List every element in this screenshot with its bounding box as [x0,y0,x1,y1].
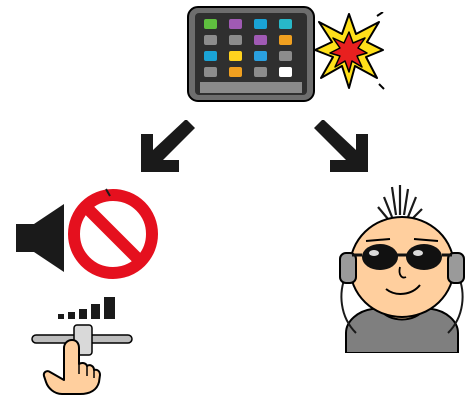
app-tile-icon [254,51,267,61]
explosion-icon [313,12,385,90]
app-tile-icon [254,67,267,77]
app-tile-icon [204,19,217,29]
app-tile-icon [229,35,242,45]
app-tile-icon [204,35,217,45]
app-tile-icon [229,51,242,61]
app-tile-icon [254,35,267,45]
signal-bars-icon [58,295,120,321]
tablet-icon [186,5,316,103]
app-tile-icon [229,67,242,77]
app-tile-icon [279,19,292,29]
app-tile-icon [279,35,292,45]
app-tile-icon [204,67,217,77]
prohibition-sign-icon [66,187,160,281]
arrow-down-right-icon [312,116,374,176]
app-tile-icon [279,67,292,77]
arrow-down-left-icon [135,116,197,176]
app-tile-icon [204,51,217,61]
app-tile-icon [279,51,292,61]
speaker-icon [14,202,66,274]
app-tile-icon [254,19,267,29]
person-with-headphones-icon [332,183,471,353]
app-tile-icon [229,19,242,29]
pointing-hand-icon [42,338,102,396]
